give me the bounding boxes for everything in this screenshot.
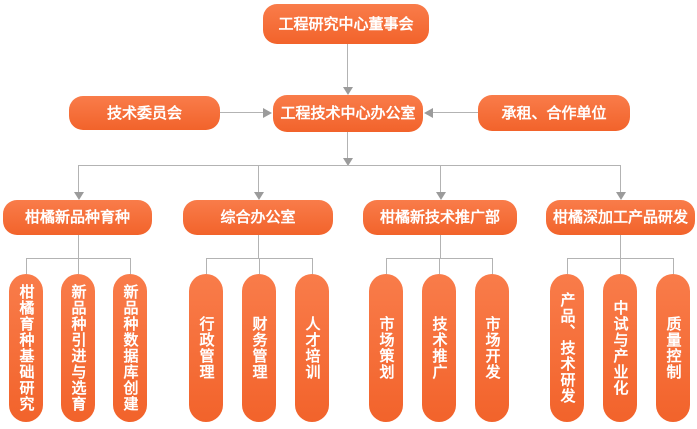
- pill-admin-management: 行政管理: [189, 274, 223, 422]
- arrowhead-down-icon: [616, 192, 626, 200]
- connector-dept1-bus: [78, 235, 79, 258]
- connector-dept2-bus: [258, 235, 259, 258]
- connector-stub: [130, 258, 131, 274]
- connector-stub: [259, 258, 260, 274]
- pill-variety-database: 新品种数据库创建: [113, 274, 147, 422]
- pill-finance-management: 财务管理: [242, 274, 276, 422]
- pill-market-planning: 市场策划: [369, 274, 403, 422]
- connector-stub: [620, 258, 621, 274]
- connector-departments-bus: [78, 165, 621, 166]
- connector-partners-office: [433, 112, 478, 113]
- connector-office-trunk: [347, 132, 348, 159]
- arrowhead-down-icon: [74, 192, 84, 200]
- connector-stub: [78, 258, 79, 274]
- connector-stub: [492, 258, 493, 274]
- arrowhead-down-icon: [343, 87, 353, 95]
- node-partners: 承租、合作单位: [478, 95, 630, 131]
- connector-stub: [439, 258, 440, 274]
- arrowhead-left-icon: [424, 108, 433, 118]
- pill-product-tech-rd: 产品、技术研发: [550, 274, 584, 422]
- arrowhead-down-icon: [254, 192, 264, 200]
- pill-talent-training: 人才培训: [295, 274, 329, 422]
- connector-drop-dept-4: [620, 166, 621, 193]
- arrowhead-down-icon: [436, 192, 446, 200]
- node-board: 工程研究中心董事会: [263, 4, 429, 44]
- node-dept-deep-processing: 柑橘深加工产品研发: [546, 200, 695, 235]
- pill-tech-promotion: 技术推广: [422, 274, 456, 422]
- node-dept-citrus-breeding: 柑橘新品种育种: [3, 200, 152, 235]
- pill-market-development: 市场开发: [475, 274, 509, 422]
- connector-dept3-bus: [440, 235, 441, 258]
- node-dept-tech-promotion: 柑橘新技术推广部: [363, 200, 517, 235]
- pill-variety-introduction-selection: 新品种引进与选育: [61, 274, 95, 422]
- arrowhead-right-icon: [263, 108, 272, 118]
- connector-drop-dept-3: [440, 166, 441, 193]
- connector-stub: [567, 258, 568, 274]
- node-tech-committee: 技术委员会: [69, 96, 220, 130]
- pill-quality-control: 质量控制: [656, 274, 690, 422]
- node-dept-general-office: 综合办公室: [183, 200, 333, 235]
- connector-stub: [312, 258, 313, 274]
- connector-drop-dept-2: [258, 166, 259, 193]
- connector-dept4-bus: [620, 235, 621, 258]
- connector-board-office: [347, 44, 348, 88]
- pill-pilot-industrialization: 中试与产业化: [603, 274, 637, 422]
- connector-drop-dept-1: [78, 166, 79, 193]
- pill-breeding-basic-research: 柑橘育种基础研究: [9, 274, 43, 422]
- connector-stub: [673, 258, 674, 274]
- arrowhead-down-icon: [343, 158, 353, 166]
- connector-stub: [26, 258, 27, 274]
- node-center-office: 工程技术中心办公室: [273, 95, 423, 132]
- connector-stub: [206, 258, 207, 274]
- connector-stub: [386, 258, 387, 274]
- connector-committee-office: [220, 112, 264, 113]
